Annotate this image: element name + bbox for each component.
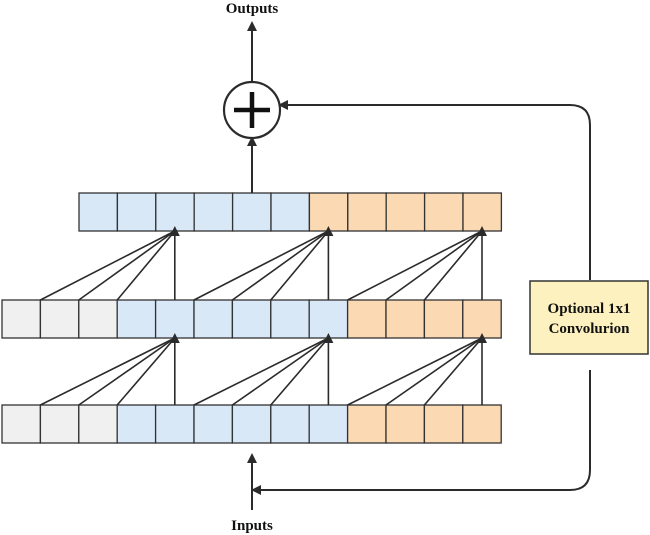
output-layer-cell-2 xyxy=(155,192,195,232)
input-to-hidden-connection-2-2 xyxy=(385,337,483,406)
hidden-layer-cell-8 xyxy=(308,299,349,339)
input-layer-cell-1 xyxy=(39,404,80,444)
hidden-layer-cell-4 xyxy=(154,299,195,339)
input-layer-cell-3 xyxy=(116,404,157,444)
hidden-layer-cell-7 xyxy=(270,299,310,339)
hidden-to-output-connection-0-1 xyxy=(116,230,176,301)
input-layer-cell-8 xyxy=(308,404,349,444)
output-layer xyxy=(78,192,503,232)
output-layer-cell-9 xyxy=(423,192,464,232)
input-layer xyxy=(1,404,502,444)
output-layer-cell-10 xyxy=(462,192,503,232)
hidden-to-output-connection-2-2 xyxy=(385,230,483,301)
hidden-layer-cell-6 xyxy=(231,299,272,339)
input-to-hidden-connection-1-1 xyxy=(270,337,330,406)
hidden-layer-cell-2 xyxy=(78,299,118,339)
hidden-to-output-connection-0-2 xyxy=(78,230,176,301)
input-to-hidden-connection-0-3 xyxy=(40,337,176,406)
conv-label-line2: Convolurion xyxy=(549,321,631,337)
input-layer-cell-9 xyxy=(346,404,387,444)
output-layer-cell-4 xyxy=(231,192,272,232)
input-to-hidden-connection-0-2 xyxy=(78,337,176,406)
input-to-hidden-connection-2-3 xyxy=(347,337,483,406)
input-layer-cell-6 xyxy=(231,404,272,444)
hidden-to-output-connection-2-1 xyxy=(423,230,483,301)
input-layer-cell-7 xyxy=(270,404,310,444)
output-layer-cell-7 xyxy=(347,192,387,232)
hidden-layer xyxy=(1,299,502,339)
adder-node xyxy=(222,80,282,140)
residual-path-bottom xyxy=(251,370,591,495)
input-layer-cell-2 xyxy=(78,404,118,444)
input-to-hidden-connection-0-1 xyxy=(116,337,176,406)
output-layer-cell-0 xyxy=(78,192,119,232)
outputs-label: Outputs xyxy=(226,1,279,17)
hidden-layer-cell-11 xyxy=(423,299,464,339)
hidden-layer-cell-1 xyxy=(39,299,80,339)
hidden-layer-cell-0 xyxy=(1,299,42,339)
output-layer-cell-3 xyxy=(193,192,234,232)
input-layer-cell-5 xyxy=(193,404,234,444)
hidden-layer-cell-5 xyxy=(193,299,234,339)
hidden-to-output-connection-2-3 xyxy=(347,230,483,301)
optional-1x1-convolution-box: Optional 1x1 Convolurion xyxy=(529,280,649,355)
hidden-layer-cell-9 xyxy=(346,299,387,339)
input-layer-cell-10 xyxy=(385,404,426,444)
output-layer-cell-8 xyxy=(385,192,426,232)
input-layer-cell-12 xyxy=(462,404,502,444)
hidden-layer-cell-10 xyxy=(385,299,426,339)
inputs-label: Inputs xyxy=(231,518,273,534)
hidden-layer-cell-3 xyxy=(116,299,157,339)
input-to-hidden-connection-1-3 xyxy=(193,337,329,406)
input-layer-cell-4 xyxy=(154,404,195,444)
hidden-to-output-connection-0-3 xyxy=(40,230,176,301)
dilated-connections xyxy=(40,226,487,406)
input-to-hidden-connection-1-2 xyxy=(231,337,329,406)
output-layer-cell-6 xyxy=(308,192,349,232)
residual-path-top xyxy=(278,100,591,280)
conv-label-line1: Optional 1x1 xyxy=(548,301,631,317)
input-layer-cell-0 xyxy=(1,404,42,444)
hidden-layer-cell-12 xyxy=(462,299,502,339)
output-layer-cell-5 xyxy=(270,192,311,232)
input-layer-cell-11 xyxy=(423,404,464,444)
output-layer-cell-1 xyxy=(116,192,157,232)
hidden-to-output-connection-1-3 xyxy=(193,230,329,301)
input-to-hidden-connection-2-1 xyxy=(423,337,483,406)
hidden-to-output-connection-1-2 xyxy=(231,230,329,301)
hidden-to-output-connection-1-1 xyxy=(270,230,330,301)
